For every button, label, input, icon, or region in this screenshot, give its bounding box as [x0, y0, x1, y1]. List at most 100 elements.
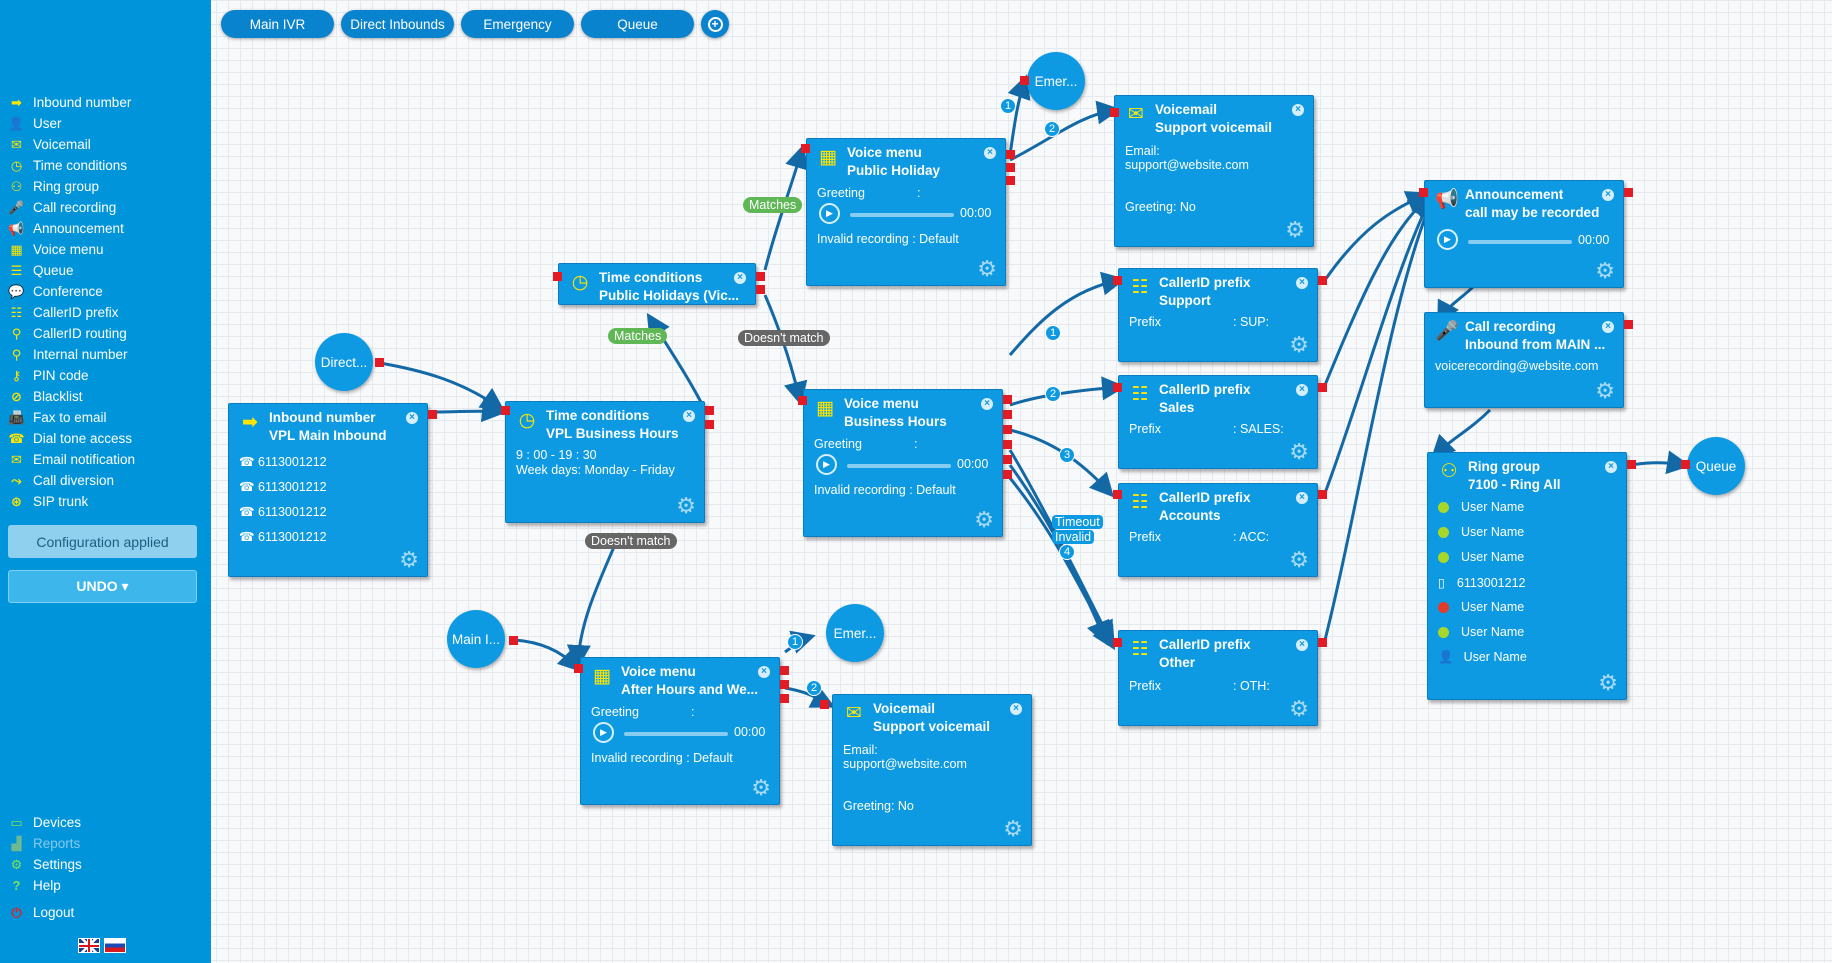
- sidebar-item-voice-menu[interactable]: ▦Voice menu: [0, 239, 211, 260]
- close-icon[interactable]: ×: [1602, 321, 1614, 333]
- connector-pin[interactable]: [1113, 383, 1122, 392]
- undo-button[interactable]: UNDO ▾: [8, 570, 197, 603]
- play-button[interactable]: ▶: [819, 203, 840, 224]
- voice-menu-business-hours-node[interactable]: ▦ Voice menu Business Hours × Greeting: …: [803, 389, 1003, 537]
- connector-pin[interactable]: [1003, 395, 1012, 404]
- call-recording-node[interactable]: 🎤 Call recording Inbound from MAIN ... ×…: [1424, 312, 1624, 408]
- connector-pin[interactable]: [820, 700, 829, 709]
- callerid-prefix-other-node[interactable]: ☷ CallerID prefix Other × Prefix: OTH: ⚙: [1118, 630, 1318, 726]
- gear-icon[interactable]: ⚙: [399, 547, 419, 572]
- voicemail-support-node-bottom[interactable]: ✉ Voicemail Support voicemail × Email: s…: [832, 694, 1032, 846]
- audio-progress-bar[interactable]: [847, 464, 951, 468]
- connector-pin[interactable]: [1113, 276, 1122, 285]
- gear-icon[interactable]: ⚙: [1003, 816, 1023, 841]
- gear-icon[interactable]: ⚙: [977, 256, 997, 281]
- callerid-prefix-sales-node[interactable]: ☷ CallerID prefix Sales × Prefix: SALES:…: [1118, 375, 1318, 469]
- sidebar-item-email-notification[interactable]: ✉Email notification: [0, 449, 211, 470]
- gear-icon[interactable]: ⚙: [1595, 258, 1615, 283]
- connector-pin[interactable]: [1020, 76, 1029, 85]
- uk-flag-icon[interactable]: [78, 938, 100, 953]
- callerid-prefix-support-node[interactable]: ☷ CallerID prefix Support × Prefix: SUP:…: [1118, 268, 1318, 362]
- sidebar-item-queue[interactable]: ☰Queue: [0, 260, 211, 281]
- announcement-node[interactable]: 📢 Announcement call may be recorded × ▶ …: [1424, 180, 1624, 288]
- gear-icon[interactable]: ⚙: [676, 493, 696, 518]
- russia-flag-icon[interactable]: [104, 938, 126, 953]
- connector-pin[interactable]: [1003, 440, 1012, 449]
- gear-icon[interactable]: ⚙: [974, 507, 994, 532]
- gear-icon[interactable]: ⚙: [1289, 332, 1309, 357]
- add-tab-button[interactable]: +: [701, 10, 729, 38]
- connector-pin[interactable]: [1113, 490, 1122, 499]
- play-button[interactable]: ▶: [816, 454, 837, 475]
- close-icon[interactable]: ×: [1296, 639, 1308, 651]
- sidebar-item-conference[interactable]: 💬Conference: [8, 283, 103, 300]
- connector-pin[interactable]: [574, 664, 583, 673]
- time-conditions-public-holidays-node[interactable]: ◷ Time conditions Public Holidays (Vic..…: [558, 263, 756, 305]
- sidebar-item-fax-to-email[interactable]: 📠Fax to email: [8, 409, 107, 426]
- connector-pin[interactable]: [1006, 176, 1015, 185]
- connector-pin[interactable]: [705, 420, 714, 429]
- emergency-link-node-top[interactable]: Emer...: [1027, 52, 1085, 110]
- connector-pin[interactable]: [780, 694, 789, 703]
- inbound-number-node[interactable]: ➡ Inbound number VPL Main Inbound × ☎ 61…: [228, 403, 428, 577]
- queue-link-node[interactable]: Queue: [1687, 437, 1745, 495]
- main-ivr-link-node[interactable]: Main I...: [447, 610, 505, 668]
- sidebar-item-internal-number[interactable]: ⚲Internal number: [0, 344, 211, 365]
- close-icon[interactable]: ×: [683, 410, 695, 422]
- close-icon[interactable]: ×: [1292, 104, 1304, 116]
- close-icon[interactable]: ×: [1605, 461, 1617, 473]
- connector-pin[interactable]: [756, 285, 765, 294]
- sidebar-item-devices[interactable]: ▭Devices: [0, 812, 211, 833]
- connector-pin[interactable]: [780, 680, 789, 689]
- sidebar-item-dial-tone-access[interactable]: ☎Dial tone access: [8, 430, 133, 447]
- connector-pin[interactable]: [756, 272, 765, 281]
- close-icon[interactable]: ×: [406, 412, 418, 424]
- connector-pin[interactable]: [1003, 470, 1012, 479]
- connector-pin[interactable]: [1003, 455, 1012, 464]
- connector-pin[interactable]: [501, 406, 510, 415]
- connector-pin[interactable]: [1003, 425, 1012, 434]
- close-icon[interactable]: ×: [984, 147, 996, 159]
- logout-link[interactable]: ⏻Logout: [8, 904, 74, 921]
- direct-inbounds-link-node[interactable]: Direct...: [315, 333, 373, 391]
- connector-pin[interactable]: [509, 636, 518, 645]
- connector-pin[interactable]: [1318, 638, 1327, 647]
- connector-pin[interactable]: [1627, 460, 1636, 469]
- play-button[interactable]: ▶: [1437, 229, 1458, 250]
- tab-direct-inbounds[interactable]: Direct Inbounds: [341, 10, 454, 38]
- sidebar-item-voicemail[interactable]: ✉Voicemail: [0, 134, 211, 155]
- audio-progress-bar[interactable]: [1468, 240, 1572, 244]
- gear-icon[interactable]: ⚙: [1289, 696, 1309, 721]
- sidebar-item-help[interactable]: ?Help: [0, 875, 211, 896]
- close-icon[interactable]: ×: [1602, 189, 1614, 201]
- connector-pin[interactable]: [1624, 320, 1633, 329]
- gear-icon[interactable]: ⚙: [1285, 217, 1305, 242]
- sidebar-item-callerid-routing[interactable]: ⚲CallerID routing: [0, 323, 211, 344]
- connector-pin[interactable]: [553, 272, 562, 281]
- sidebar-item-call-diversion[interactable]: ⤳Call diversion: [0, 470, 211, 491]
- configuration-applied-button[interactable]: Configuration applied: [8, 525, 197, 558]
- gear-icon[interactable]: ⚙: [751, 775, 771, 800]
- sidebar-item-time-conditions[interactable]: ◷Time conditions: [0, 155, 211, 176]
- audio-progress-bar[interactable]: [624, 732, 728, 736]
- connector-pin[interactable]: [801, 144, 810, 153]
- close-icon[interactable]: ×: [734, 272, 746, 284]
- connector-pin[interactable]: [375, 358, 384, 367]
- close-icon[interactable]: ×: [1010, 703, 1022, 715]
- connector-pin[interactable]: [1681, 460, 1690, 469]
- sidebar-item-announcement[interactable]: 📢Announcement: [8, 220, 124, 237]
- sidebar-item-pin-code[interactable]: ⚷PIN code: [0, 365, 211, 386]
- close-icon[interactable]: ×: [981, 398, 993, 410]
- sidebar-item-reports[interactable]: ▟Reports: [0, 833, 211, 854]
- connector-pin[interactable]: [780, 666, 789, 675]
- tab-emergency[interactable]: Emergency: [461, 10, 574, 38]
- connector-pin[interactable]: [1006, 163, 1015, 172]
- sidebar-item-callerid-prefix[interactable]: ☷CallerID prefix: [0, 302, 211, 323]
- connector-pin[interactable]: [1419, 188, 1428, 197]
- play-button[interactable]: ▶: [593, 722, 614, 743]
- audio-progress-bar[interactable]: [850, 213, 954, 217]
- close-icon[interactable]: ×: [758, 666, 770, 678]
- gear-icon[interactable]: ⚙: [1598, 670, 1618, 695]
- gear-icon[interactable]: ⚙: [1289, 547, 1309, 572]
- time-conditions-business-hours-node[interactable]: ◷ Time conditions VPL Business Hours × 9…: [505, 401, 705, 523]
